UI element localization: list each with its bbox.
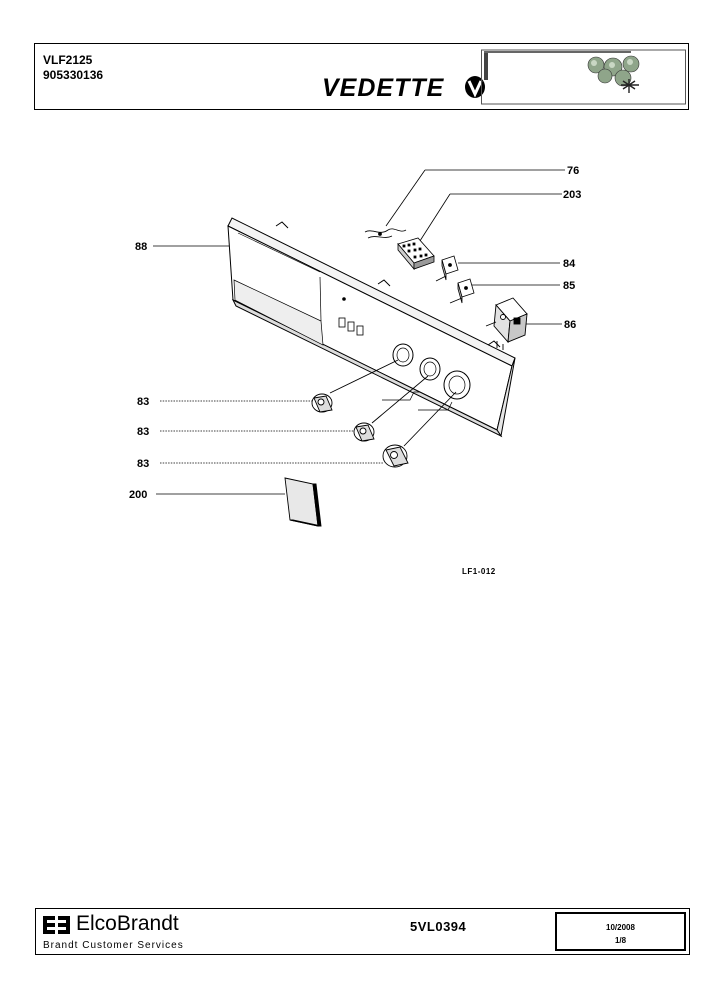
knob-2-part bbox=[353, 375, 429, 442]
callout-83-second: 83 bbox=[137, 426, 149, 438]
leader-76 bbox=[385, 169, 426, 227]
callout-76: 76 bbox=[567, 165, 579, 177]
callout-203: 203 bbox=[563, 189, 581, 201]
elcobrandt-logo-icon bbox=[43, 916, 70, 934]
switch-85-part bbox=[449, 278, 475, 304]
brand-name: VEDETTE bbox=[322, 74, 445, 102]
instruction-leaflet-part bbox=[284, 477, 322, 527]
callout-85: 85 bbox=[563, 280, 575, 292]
service-name: Brandt Customer Services bbox=[43, 940, 184, 951]
model-number: VLF2125 bbox=[43, 53, 93, 67]
part-number: 905330136 bbox=[43, 68, 104, 82]
callout-86: 86 bbox=[564, 319, 576, 331]
knob-1-part bbox=[311, 359, 399, 413]
company-name: ElcoBrandt bbox=[76, 912, 179, 935]
exploded-parts-diagram: 76 203 88 84 85 86 83 83 83 200 bbox=[129, 165, 581, 527]
document-reference: 5VL0394 bbox=[410, 919, 467, 934]
control-panel-part bbox=[227, 217, 516, 438]
connector-block-part bbox=[397, 237, 435, 271]
callout-83-third: 83 bbox=[137, 458, 149, 470]
issue-date: 10/2008 bbox=[606, 923, 635, 932]
header-box: VLF2125 905330136 VEDETTE bbox=[34, 43, 689, 110]
cable-part bbox=[364, 228, 407, 239]
figure-reference: LF1-012 bbox=[462, 567, 496, 576]
leader-203 bbox=[417, 193, 451, 245]
callout-84: 84 bbox=[563, 258, 576, 270]
vedette-logo-icon bbox=[465, 76, 485, 98]
callout-83-first: 83 bbox=[137, 396, 149, 408]
knob-3-part bbox=[382, 391, 457, 468]
timer-programmer-part bbox=[485, 297, 528, 350]
page-number: 1/8 bbox=[614, 936, 627, 945]
switch-84-part bbox=[435, 255, 459, 282]
callout-88: 88 bbox=[135, 241, 147, 253]
callout-200: 200 bbox=[129, 489, 147, 501]
date-page-box: 10/2008 1/8 bbox=[555, 912, 686, 951]
sticker-graphic-icon bbox=[481, 49, 686, 105]
footer-box: ElcoBrandt Brandt Customer Services 5VL0… bbox=[35, 908, 690, 955]
